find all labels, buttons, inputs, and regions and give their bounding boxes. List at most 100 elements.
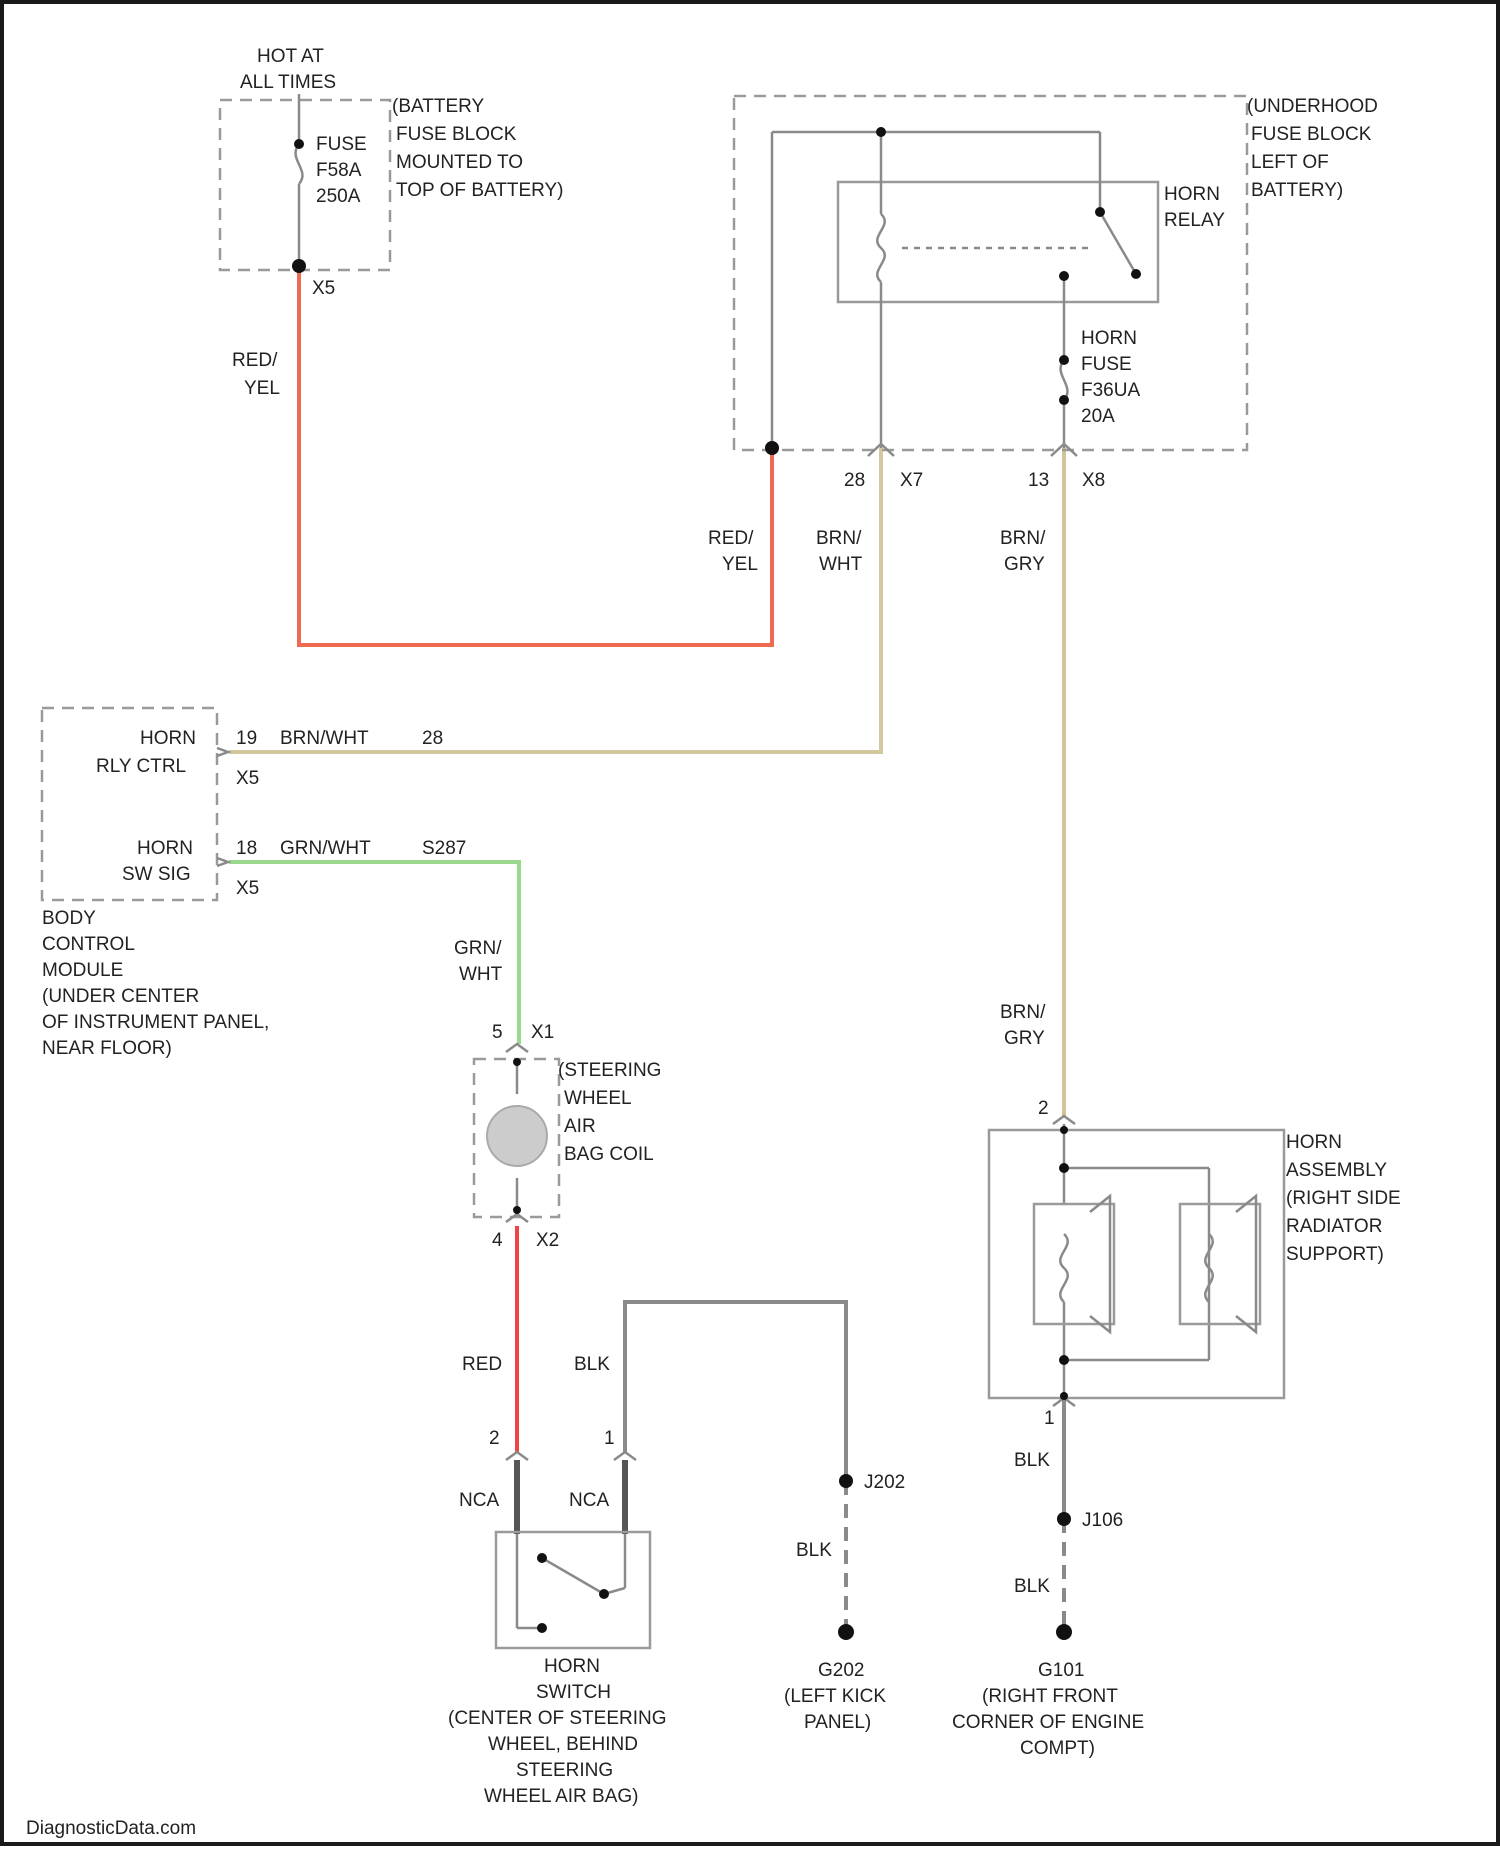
battery-block-label-3: MOUNTED TO — [396, 152, 523, 173]
ground-g101-name: G101 — [1038, 1660, 1084, 1681]
fuse-f58a-label-3: 250A — [316, 186, 361, 207]
bcm-conn-x5-ctrl: X5 — [236, 768, 259, 789]
relay-coil-symbol — [877, 214, 885, 282]
wire-label-brn-gry-lower-2: GRY — [1004, 1028, 1045, 1049]
bcm-label-4: (UNDER CENTER — [42, 986, 199, 1007]
battery-pin-x5: X5 — [312, 278, 335, 299]
wire-blk-switch-loop — [625, 1302, 846, 1481]
horn-switch-arm — [542, 1558, 604, 1594]
horn-relay-label-2: RELAY — [1164, 210, 1225, 231]
ground-g202-name: G202 — [818, 1660, 864, 1681]
horn-switch-label-5: STEERING — [516, 1760, 613, 1781]
wire-label-blk-switch: BLK — [574, 1354, 610, 1375]
ground-g101-loc-3: COMPT) — [1020, 1738, 1095, 1759]
coil-label-3: AIR — [564, 1116, 596, 1137]
connector-x5-ctrl-symbol — [217, 748, 228, 756]
relay-conn-x7: X7 — [900, 470, 923, 491]
fuse-conn-x8: X8 — [1082, 470, 1105, 491]
bcm-pin-19: 19 — [236, 728, 257, 749]
coil-label-4: BAG COIL — [564, 1144, 654, 1165]
ground-g101-point — [1056, 1624, 1072, 1640]
splice-j106 — [1057, 1512, 1071, 1526]
wire-label-brn-wht-1: BRN/ — [816, 528, 862, 549]
horn-fuse-label-2: FUSE — [1081, 354, 1132, 375]
horn-assembly-label-4: RADIATOR — [1286, 1216, 1382, 1237]
battery-block-label-4: TOP OF BATTERY) — [396, 180, 564, 201]
ground-g202-loc-2: PANEL) — [804, 1712, 871, 1733]
battery-block-label-2: FUSE BLOCK — [396, 124, 517, 145]
bcm-label-5: OF INSTRUMENT PANEL, — [42, 1012, 269, 1033]
bcm-label-1: BODY — [42, 908, 96, 929]
ground-g101-loc-1: (RIGHT FRONT — [982, 1686, 1118, 1707]
wire-label-grn-wht-1: GRN/ — [454, 938, 502, 959]
connector-x5-sig-symbol — [217, 858, 228, 866]
ground-g202-loc-1: (LEFT KICK — [784, 1686, 886, 1707]
underhood-fuse-block: (UNDERHOOD FUSE BLOCK LEFT OF BATTERY) H… — [734, 96, 1378, 456]
steering-wheel-air-bag-coil: 5 X1 4 X2 (STEERING WHEEL AIR BAG COIL — [474, 1022, 661, 1251]
horn-connector-top-symbol — [1053, 1116, 1075, 1124]
horn-1-bell — [1090, 1196, 1110, 1332]
horn-relay-box — [838, 182, 1158, 302]
horn-fuse-label-3: F36UA — [1081, 380, 1140, 401]
bcm-ref-28: 28 — [422, 728, 443, 749]
wire-label-red: RED — [462, 1354, 502, 1375]
bcm-wire-grn-wht: GRN/WHT — [280, 838, 371, 859]
fuse-f58a-label-1: FUSE — [316, 134, 367, 155]
horn-switch-label-3: (CENTER OF STEERING — [448, 1708, 667, 1729]
coil-conn-x2: X2 — [536, 1230, 559, 1251]
relay-switch-arm — [1100, 212, 1136, 274]
bcm-pin-18: 18 — [236, 838, 257, 859]
underhood-block-label-2: FUSE BLOCK — [1251, 124, 1372, 145]
fuse-pin-13: 13 — [1028, 470, 1049, 491]
horn-pin-2: 2 — [1038, 1098, 1049, 1119]
horn-switch-label-6: WHEEL AIR BAG) — [484, 1786, 639, 1807]
connector-x1-symbol — [506, 1044, 528, 1052]
wire-label-brn-gry-lower-1: BRN/ — [1000, 1002, 1046, 1023]
wire-label-brn-wht-2: WHT — [819, 554, 863, 575]
horn-assembly-label-3: (RIGHT SIDE — [1286, 1188, 1401, 1209]
splice-j202-label: J202 — [864, 1472, 905, 1493]
splice-j106-label: J106 — [1082, 1510, 1123, 1531]
wire-label-red-yel-1: RED/ — [708, 528, 754, 549]
coil-conn-x1: X1 — [531, 1022, 554, 1043]
horn-fuse-label-1: HORN — [1081, 328, 1137, 349]
horn-fuse-symbol — [1061, 360, 1068, 400]
battery-fuse-block: HOT AT ALL TIMES FUSE F58A 250A (BATTERY… — [220, 46, 564, 299]
bcm-label-6: NEAR FLOOR) — [42, 1038, 172, 1059]
horn-pin-1: 1 — [1044, 1408, 1055, 1429]
coil-symbol — [487, 1106, 547, 1166]
horn-switch-label-1: HORN — [544, 1656, 600, 1677]
wire-label-grn-wht-2: WHT — [459, 964, 503, 985]
battery-block-label-1: (BATTERY — [392, 96, 485, 117]
hot-at-label-1: HOT AT — [257, 46, 324, 67]
coil-label-1: (STEERING — [558, 1060, 661, 1081]
switch-connector-left-symbol — [506, 1452, 528, 1460]
horn-circuit-diagram: HOT AT ALL TIMES FUSE F58A 250A (BATTERY… — [4, 4, 1500, 1850]
horn-relay-label-1: HORN — [1164, 184, 1220, 205]
hot-at-label-2: ALL TIMES — [240, 72, 336, 93]
fuse-f58a-label-2: F58A — [316, 160, 362, 181]
horn-1-coil-symbol — [1060, 1234, 1068, 1302]
switch-pin-2: 2 — [489, 1428, 500, 1449]
horn-switch: 2 1 HORN SWITCH (CENTER OF STEERING WHEE… — [448, 1428, 667, 1807]
wire-brn-wht — [229, 448, 881, 752]
wire-label-nca-right: NCA — [569, 1490, 609, 1511]
horn-rly-ctrl-label-1: HORN — [140, 728, 196, 749]
bcm-label-3: MODULE — [42, 960, 123, 981]
ground-g101: BLK J106 BLK G101 (RIGHT FRONT CORNER OF… — [952, 1450, 1144, 1759]
horn-assembly-label-1: HORN — [1286, 1132, 1342, 1153]
underhood-block-label-1: (UNDERHOOD — [1247, 96, 1378, 117]
horn-assembly-label-2: ASSEMBLY — [1286, 1160, 1387, 1181]
horn-2-bell — [1236, 1196, 1256, 1332]
switch-connector-right-symbol — [614, 1452, 636, 1460]
wire-label-red-yel-top-2: YEL — [244, 378, 280, 399]
horn-sw-sig-label-2: SW SIG — [122, 864, 191, 885]
wire-label-red-yel-top-1: RED/ — [232, 350, 278, 371]
horn-assembly: 2 1 HORN ASSEMBLY (RIGHT SIDE RADIATOR S… — [989, 1098, 1401, 1429]
horn-fuse-label-4: 20A — [1081, 406, 1115, 427]
underhood-block-label-3: LEFT OF — [1251, 152, 1329, 173]
switch-pin-1: 1 — [604, 1428, 615, 1449]
ground-g202-point — [838, 1624, 854, 1640]
horn-2-body — [1180, 1204, 1260, 1324]
